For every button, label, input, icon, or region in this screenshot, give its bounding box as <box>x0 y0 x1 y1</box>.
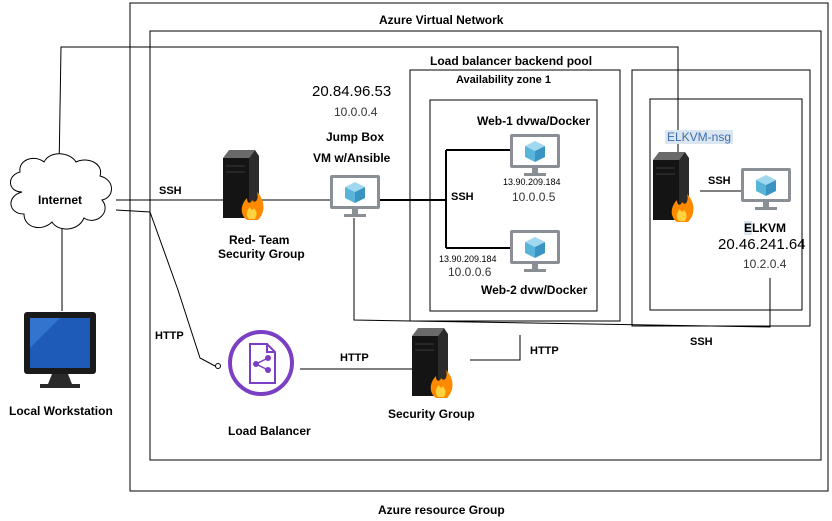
elkvm-vm-icon <box>741 168 791 210</box>
elkvm-label-rest: LKVM <box>752 221 787 235</box>
http-mid-label: HTTP <box>340 352 369 364</box>
jumpbox-label-line2: VM w/Ansible <box>313 151 391 165</box>
azure-resource-group-box <box>129 2 829 492</box>
elkvm-label: ELKVM <box>744 221 787 235</box>
security-group-to-backend-line <box>470 335 521 361</box>
internet-cloud-icon <box>10 153 112 230</box>
web2-private-ip: 10.0.0.6 <box>448 265 492 279</box>
web2-vm-icon <box>510 230 560 272</box>
elk-nsg-label: ELKVM-nsg <box>665 130 734 144</box>
red-team-firewall-icon <box>222 149 265 221</box>
red-team-label-line1: Red- Team <box>229 233 290 247</box>
resource-group-label: Azure resource Group <box>378 503 505 517</box>
ssh-bottom-label: SSH <box>690 336 713 348</box>
backend-pool-label: Load balancer backend pool <box>430 54 593 68</box>
backend-pool-box <box>409 69 621 322</box>
ssh-internet-label: SSH <box>159 185 182 197</box>
web2-label: Web-2 dvw/Docker <box>481 283 588 297</box>
jumpbox-to-elk-ssh-line <box>353 218 771 328</box>
http-right-label: HTTP <box>530 345 559 357</box>
availability-zone-box <box>429 99 598 312</box>
load-balancer-label: Load Balancer <box>228 424 311 438</box>
elkvm-private-ip: 10.2.0.4 <box>743 257 787 271</box>
security-group-label: Security Group <box>388 407 475 421</box>
availability-zone-label: Availability zone 1 <box>456 74 551 86</box>
web-links <box>380 149 510 249</box>
jumpbox-label-line1: Jump Box <box>326 130 385 144</box>
web1-label: Web-1 dvwa/Docker <box>477 114 591 128</box>
web1-private-ip: 10.0.0.5 <box>512 190 556 204</box>
internet-to-loadbalancer-line <box>115 209 216 367</box>
internet-label: Internet <box>38 193 83 207</box>
web1-vm-icon <box>510 134 560 176</box>
virtual-network-label: Azure Virtual Network <box>379 13 504 27</box>
jumpbox-vm-icon <box>330 175 380 217</box>
ssh-elk-label: SSH <box>708 175 731 187</box>
http-left-label: HTTP <box>155 330 184 342</box>
security-group-firewall-icon <box>411 327 454 399</box>
red-team-label-line2: Security Group <box>218 247 305 261</box>
workstation-monitor-icon <box>24 312 96 388</box>
load-balancer-icon <box>228 330 294 396</box>
jumpbox-public-ip: 20.84.96.53 <box>312 83 392 100</box>
azure-virtual-network-box <box>149 30 822 461</box>
workstation-label: Local Workstation <box>9 404 113 418</box>
web1-public-ip: 13.90.209.184 <box>503 177 561 187</box>
jumpbox-private-ip: 10.0.0.4 <box>334 105 378 119</box>
internet-to-elk-line <box>58 46 679 172</box>
elkvm-label-first-letter: E <box>744 221 753 235</box>
http-connector-dot <box>215 363 221 369</box>
ssh-web-label: SSH <box>451 191 474 203</box>
elk-nsg-firewall-icon <box>652 151 695 223</box>
elkvm-public-ip: 20.46.241.64 <box>718 236 806 253</box>
web2-public-ip: 13.90.209.184 <box>439 254 497 264</box>
elk-nsg-box <box>649 98 803 311</box>
